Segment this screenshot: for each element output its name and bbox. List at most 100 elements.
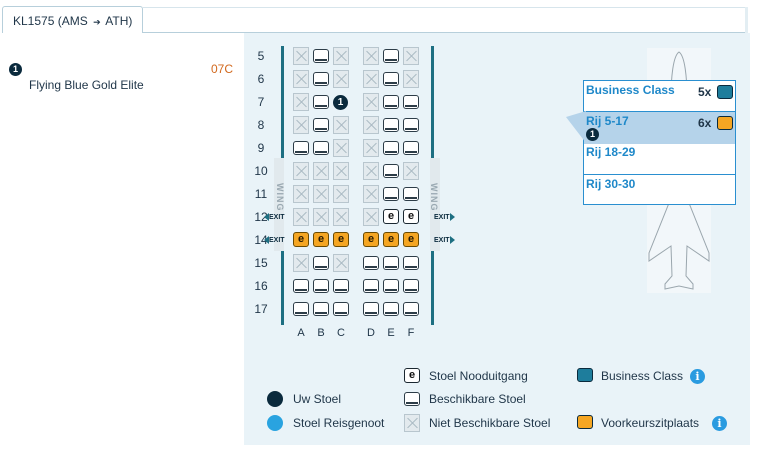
legend-companion-seat: Stoel Reisgenoot [293, 416, 385, 430]
column-letter: B [317, 327, 325, 339]
seat-15D[interactable] [363, 256, 379, 270]
wing-region-left [274, 158, 284, 251]
seat-15E[interactable] [383, 256, 399, 270]
seat-17E[interactable] [383, 302, 399, 316]
seat-5C [333, 47, 349, 65]
seat-10B [313, 162, 329, 180]
zone-passenger-badge: 1 [586, 128, 599, 141]
seat-14D[interactable]: e [363, 232, 379, 247]
seat-6A [293, 70, 309, 88]
seat-14A[interactable]: e [293, 232, 309, 247]
legend-unavailable-seat: Niet Beschikbare Stoel [429, 416, 551, 430]
seat-8B[interactable] [313, 118, 329, 132]
seat-12E[interactable]: e [383, 209, 399, 224]
seat-17B[interactable] [313, 302, 329, 316]
seat-11D [363, 185, 379, 203]
seat-6E[interactable] [383, 72, 399, 86]
zone-rij-18-29[interactable]: Rij 18-29 [586, 145, 636, 159]
seat-10D [363, 162, 379, 180]
seat-10E[interactable] [383, 164, 399, 178]
seat-5B[interactable] [313, 49, 329, 63]
seat-17C[interactable] [333, 302, 349, 316]
exit-marker-right: EXIT [434, 236, 455, 244]
seat-8F[interactable] [403, 118, 419, 132]
seat-11C [333, 185, 349, 203]
seat-7A [293, 93, 309, 111]
seat-11A [293, 185, 309, 203]
preferred-seat-icon [717, 116, 733, 130]
seat-10C [333, 162, 349, 180]
seat-17A[interactable] [293, 302, 309, 316]
seat-5E[interactable] [383, 49, 399, 63]
seat-7F[interactable] [403, 95, 419, 109]
seat-17F[interactable] [403, 302, 419, 316]
seat-7C[interactable]: 1 [333, 95, 348, 110]
column-letter: F [407, 327, 415, 339]
seat-15F[interactable] [403, 256, 419, 270]
exit-label: EXIT [434, 236, 450, 244]
legend-exit-seat: Stoel Nooduitgang [429, 369, 528, 383]
your-seat-dot [267, 391, 283, 407]
seat-6C [333, 70, 349, 88]
seat-11B [313, 185, 329, 203]
tab-bar-top-border [143, 7, 746, 8]
business-info-icon[interactable]: i [690, 369, 705, 384]
zone-selection-pointer [566, 111, 586, 143]
seat-16B[interactable] [313, 279, 329, 293]
zone-divider [584, 174, 735, 175]
passenger-status[interactable]: Flying Blue Gold Elite [29, 78, 144, 92]
seat-11F[interactable] [403, 187, 419, 201]
tab-bar-end [745, 7, 748, 33]
seat-7D [363, 93, 379, 111]
row-number: 8 [257, 118, 265, 132]
seat-14B[interactable]: e [313, 232, 329, 247]
zone-rij-30-30[interactable]: Rij 30-30 [586, 177, 636, 191]
companion-seat-dot [267, 415, 283, 431]
seat-16E[interactable] [383, 279, 399, 293]
seat-16A[interactable] [293, 279, 309, 293]
passenger-number-badge[interactable]: 1 [9, 63, 22, 76]
seat-9B[interactable] [313, 141, 329, 155]
zone-rij-5-17[interactable]: Rij 5-17 [586, 114, 629, 128]
seat-8C [333, 116, 349, 134]
seat-8E[interactable] [383, 118, 399, 132]
preferred-info-icon[interactable]: i [712, 416, 727, 431]
seat-16F[interactable] [403, 279, 419, 293]
seat-12F[interactable]: e [403, 209, 419, 224]
row-number: 15 [254, 256, 268, 270]
seat-9F[interactable] [403, 141, 419, 155]
row-number: 7 [257, 95, 265, 109]
zone-selected-highlight [584, 112, 735, 144]
seat-8A [293, 116, 309, 134]
column-letter: E [387, 327, 395, 339]
seat-7B[interactable] [313, 95, 329, 109]
seat-15B[interactable] [313, 256, 329, 270]
zone-business-class[interactable]: Business Class [586, 83, 675, 97]
exit-marker-left: EXIT [264, 213, 285, 221]
cabin-zone-list: Business Class 5x Rij 5-17 6x 1 Rij 18-2… [583, 80, 736, 205]
tab-flight-kl1575[interactable]: KL1575 (AMS ➔ ATH) [2, 6, 143, 33]
seat-9A[interactable] [293, 141, 309, 155]
zone-divider [584, 111, 735, 112]
row-number: 16 [254, 279, 268, 293]
seat-6F [403, 70, 419, 88]
seat-7E[interactable] [383, 95, 399, 109]
row-number: 6 [257, 72, 265, 86]
seat-8D [363, 116, 379, 134]
seat-16D[interactable] [363, 279, 379, 293]
seat-11E[interactable] [383, 187, 399, 201]
exit-seat-legend-icon: e [404, 368, 420, 383]
seat-16C[interactable] [333, 279, 349, 293]
seat-6B[interactable] [313, 72, 329, 86]
seat-14E[interactable]: e [383, 232, 399, 247]
seat-14F[interactable]: e [403, 232, 419, 247]
seat-17D[interactable] [363, 302, 379, 316]
seat-5F [403, 47, 419, 65]
seat-9E[interactable] [383, 141, 399, 155]
flight-destination: ATH [105, 14, 129, 28]
column-letter: C [337, 327, 345, 339]
seat-14C[interactable]: e [333, 232, 349, 247]
arrow-right-icon: ➔ [93, 17, 101, 27]
passenger-seat-number[interactable]: 07C [211, 62, 234, 76]
